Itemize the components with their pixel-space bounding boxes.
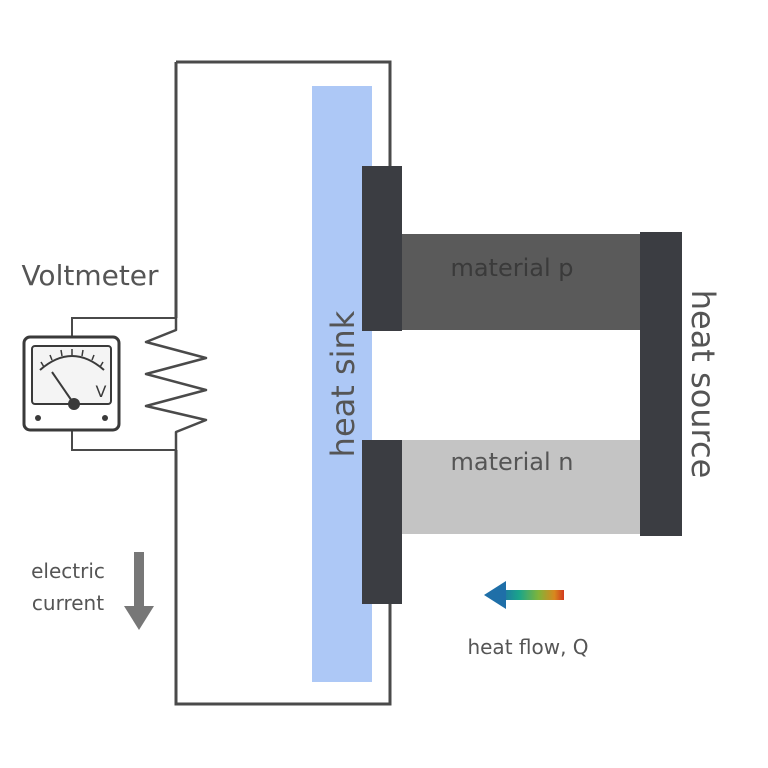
heat-source-label: heat source — [684, 290, 722, 479]
voltmeter-scale — [39, 355, 105, 371]
voltmeter-terminal-left — [35, 415, 41, 421]
voltmeter-leads — [71, 317, 176, 451]
material-n-label: material n — [450, 448, 573, 476]
voltmeter-unit: V — [96, 382, 107, 401]
heat-flow-arrow-icon — [484, 581, 564, 609]
voltmeter-terminal-right — [102, 415, 108, 421]
voltmeter-label: Voltmeter — [21, 259, 159, 292]
heat-flow-label: heat flow, Q — [467, 635, 588, 659]
electrode-top — [362, 166, 402, 331]
electrode-bottom — [362, 440, 402, 604]
electric-current-label-line1: electric — [31, 559, 105, 583]
heat-sink-label: heat sink — [324, 310, 362, 457]
material-p — [402, 234, 642, 330]
voltmeter: V — [22, 335, 121, 432]
electric-current-label-line2: current — [32, 591, 104, 615]
voltmeter-needle — [51, 371, 75, 405]
resistor-zigzag — [144, 318, 208, 450]
material-p-label: material p — [450, 254, 573, 282]
circuit-wire — [174, 60, 392, 706]
heat-source — [640, 232, 682, 536]
electric-current-arrow-icon — [124, 552, 154, 630]
material-n — [402, 440, 642, 534]
